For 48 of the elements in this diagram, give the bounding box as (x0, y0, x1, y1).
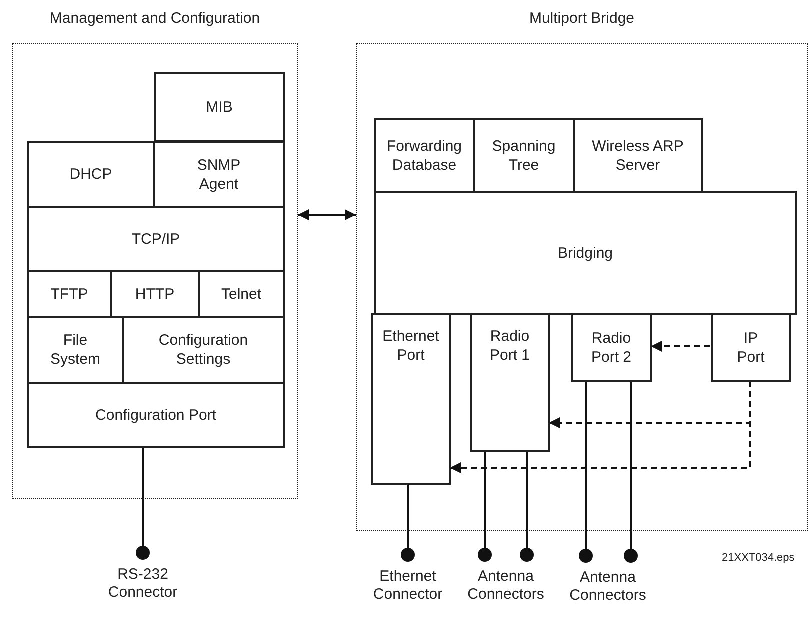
connector-label: Antenna Connectors (466, 568, 546, 604)
connector-dot (624, 549, 638, 563)
module-label: DHCP (68, 165, 114, 184)
connector-label: Ethernet Connector (372, 568, 444, 604)
module-box (374, 118, 475, 193)
module-box (711, 313, 791, 382)
module-label: Wireless ARP Server (591, 136, 685, 174)
module-label: IP Port (736, 328, 766, 366)
module-label: MIB (205, 98, 234, 116)
connector-label: Antenna Connectors (568, 569, 648, 605)
module-box (371, 313, 451, 485)
module-box (27, 206, 285, 272)
connector-line (484, 451, 486, 548)
module-label: TCP/IP (130, 230, 182, 248)
layer-box (374, 191, 797, 315)
module-box (470, 313, 550, 452)
module-box (27, 141, 155, 208)
module-label: SNMP Agent (196, 156, 242, 194)
connector-line (142, 447, 144, 546)
connector-dot (520, 548, 534, 562)
module-box (27, 382, 285, 448)
connector-line (526, 451, 528, 548)
connector-label: RS-232 Connector (107, 566, 179, 602)
module-box (571, 313, 652, 382)
module-label: Configuration Port (94, 406, 218, 424)
module-label: Forwarding Database (386, 136, 464, 174)
module-label: TFTP (50, 284, 90, 304)
connector-line (585, 381, 587, 549)
module-box (154, 72, 285, 142)
connector-line (630, 381, 632, 549)
module-label: Bridging (556, 244, 614, 262)
connector-line (407, 484, 409, 548)
module-label: Radio Port 1 (488, 327, 532, 365)
module-label: Configuration Settings (158, 331, 250, 369)
module-label: File System (49, 331, 102, 369)
module-label: HTTP (134, 284, 176, 304)
dashed-arrow (450, 381, 751, 474)
group-heading: Management and Configuration (48, 10, 262, 27)
figure-id-note: 21XXT034.eps (722, 552, 795, 564)
module-box (153, 141, 285, 208)
module-label: Telnet (220, 284, 263, 304)
module-label: Radio Port 2 (590, 328, 633, 366)
group-heading: Multiport Bridge (528, 10, 636, 27)
module-label: Spanning Tree (491, 136, 557, 174)
dashed-arrow (651, 341, 710, 352)
double-arrow (298, 210, 356, 220)
module-box (573, 118, 703, 193)
module-label: Ethernet Port (382, 327, 440, 365)
